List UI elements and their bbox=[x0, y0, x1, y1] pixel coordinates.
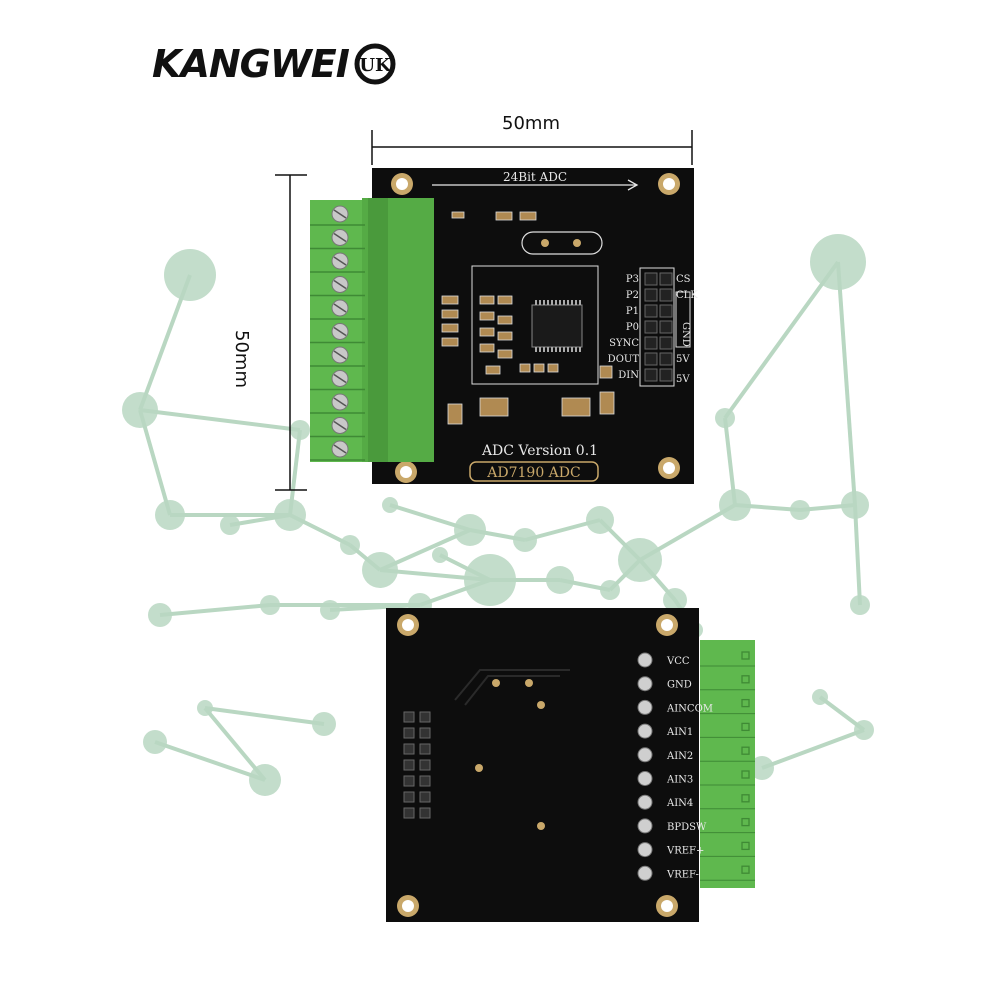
bottom-terminal-block bbox=[700, 640, 755, 888]
ic-pins bbox=[535, 300, 581, 352]
pin-label: P3 bbox=[626, 274, 639, 285]
height-label: 50mm bbox=[231, 330, 252, 388]
chip-label: AD7190 ADC bbox=[486, 465, 580, 481]
pin-labels-right: CS CLK GND 5V 5V bbox=[676, 274, 698, 385]
pin-label: 5V bbox=[676, 354, 690, 365]
bottom-header-pins bbox=[403, 711, 431, 819]
pin-label: P0 bbox=[626, 322, 639, 333]
terminal-label: AIN2 bbox=[666, 751, 693, 762]
terminal-label: AIN4 bbox=[666, 798, 693, 809]
brand-name: KANGWEI bbox=[152, 42, 350, 86]
terminal-label: AIN3 bbox=[666, 775, 693, 786]
terminal-screws bbox=[310, 205, 365, 461]
terminal-label: BPDSW bbox=[667, 822, 707, 833]
header-text: 24Bit ADC bbox=[503, 170, 567, 184]
mounting-holes bbox=[391, 173, 680, 483]
pin-label: 5V bbox=[676, 374, 690, 385]
width-dimension-line bbox=[371, 130, 693, 165]
terminal-label: AIN1 bbox=[666, 727, 693, 738]
brand-header: KANGWEI UK bbox=[152, 42, 397, 86]
ad7190-chip bbox=[531, 304, 583, 348]
height-dimension-line bbox=[275, 174, 307, 491]
pin-label: P1 bbox=[626, 306, 639, 317]
top-terminal-block bbox=[310, 198, 434, 462]
terminal-label: VREF- bbox=[666, 869, 699, 880]
header-pins bbox=[644, 272, 673, 382]
pin-label: DOUT bbox=[608, 354, 640, 365]
version-text: ADC Version 0.1 bbox=[481, 443, 598, 459]
smd-components bbox=[441, 211, 615, 425]
pin-label: SYNC bbox=[609, 338, 639, 349]
width-label: 50mm bbox=[502, 113, 560, 134]
pin-label: CLK bbox=[676, 290, 698, 301]
terminal-label: AINCOM bbox=[666, 703, 713, 714]
pin-label: GND bbox=[680, 322, 691, 347]
terminal-label: VCC bbox=[666, 656, 690, 667]
terminal-label: GND bbox=[667, 680, 692, 691]
brand-logo-mark: UK bbox=[359, 55, 392, 76]
pin-label: P2 bbox=[626, 290, 639, 301]
bottom-terminal-marks bbox=[700, 651, 755, 881]
network-background bbox=[122, 234, 874, 796]
pin-label: CS bbox=[676, 274, 691, 285]
brand-logo-icon: UK bbox=[354, 43, 396, 85]
pin-label: DIN bbox=[618, 370, 639, 381]
terminal-label: VREF+ bbox=[666, 846, 704, 857]
